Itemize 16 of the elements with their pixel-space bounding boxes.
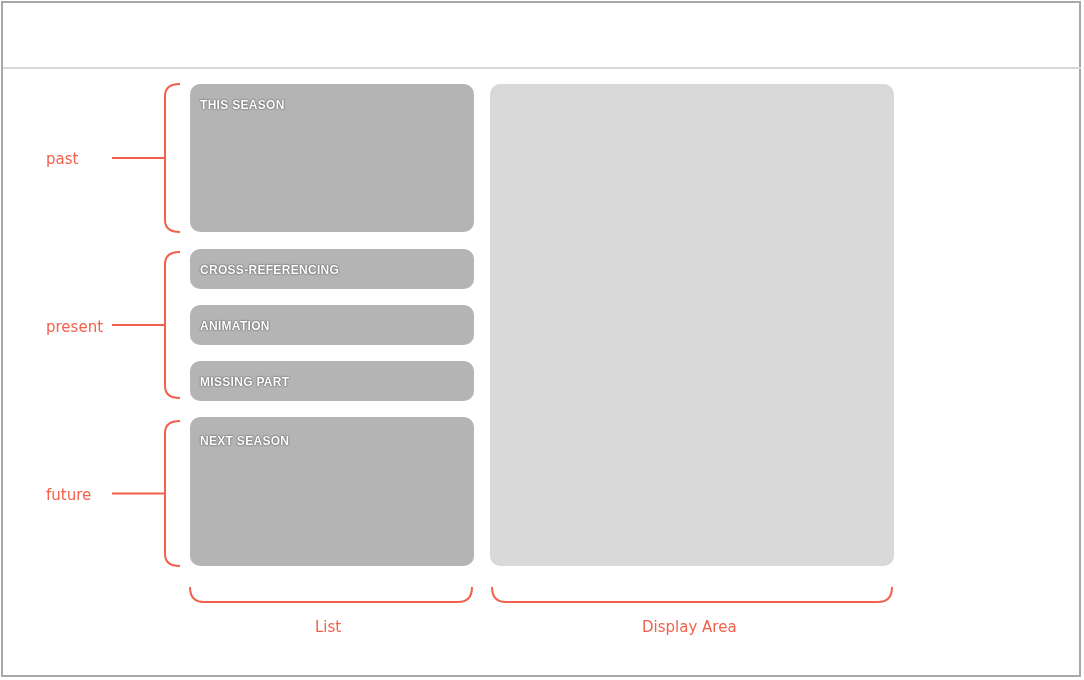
list-item-card bbox=[190, 249, 474, 289]
list-item-card bbox=[190, 84, 474, 232]
card-title: ANIMATION bbox=[200, 319, 270, 333]
list-item-card bbox=[190, 361, 474, 401]
card-title: CROSS-REFERENCING bbox=[200, 263, 340, 277]
display-area-panel bbox=[490, 84, 894, 566]
list-item-card bbox=[190, 417, 474, 566]
bracket-label: present bbox=[46, 318, 104, 336]
card-title: THIS SEASON bbox=[200, 98, 285, 112]
list-item-card bbox=[190, 305, 474, 345]
bracket-label: past bbox=[46, 150, 79, 168]
card-title: NEXT SEASON bbox=[200, 434, 290, 448]
bracket-label: future bbox=[46, 486, 92, 504]
bracket-label: Display Area bbox=[642, 618, 737, 636]
bracket-label: List bbox=[315, 618, 342, 636]
card-title: MISSING PART bbox=[200, 375, 290, 389]
